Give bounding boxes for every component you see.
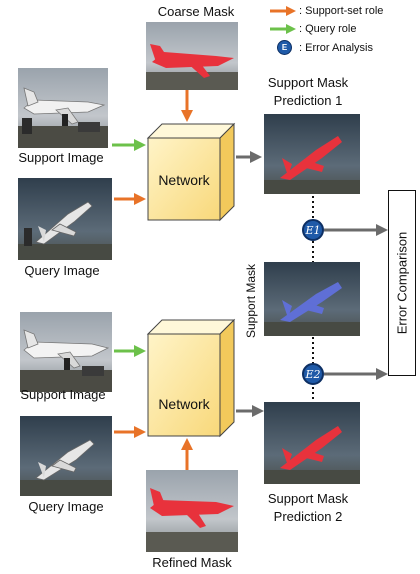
e2-output-arrow bbox=[324, 368, 388, 380]
query-role-legend-arrow bbox=[270, 24, 296, 34]
query-image-bottom-arrow bbox=[114, 426, 146, 438]
coarse-mask-arrow bbox=[181, 90, 193, 122]
error-analysis-legend-badge: E bbox=[277, 40, 292, 55]
support-image-bottom bbox=[20, 312, 112, 392]
error-comparison-label: Error Comparison bbox=[394, 231, 410, 335]
network-label-top: Network bbox=[158, 172, 210, 188]
error-comparison-box: Error Comparison bbox=[388, 190, 416, 376]
prediction-1-label-line1: Support Mask bbox=[267, 75, 349, 90]
support-role-legend-arrow bbox=[270, 6, 296, 16]
network-block-bottom bbox=[146, 318, 236, 438]
query-role-legend-label: : Query role bbox=[299, 23, 357, 35]
network-label-bottom: Network bbox=[158, 396, 210, 412]
support-image-top-arrow bbox=[112, 139, 146, 151]
support-role-legend-label: : Support-set role bbox=[299, 5, 384, 17]
error-analysis-legend-label: : Error Analysis bbox=[299, 42, 373, 54]
support-image-bottom-arrow bbox=[114, 345, 146, 357]
query-image-top bbox=[18, 178, 112, 260]
support-image-top bbox=[18, 68, 108, 148]
refined-mask-image bbox=[146, 470, 238, 552]
coarse-mask-label: Coarse Mask bbox=[157, 4, 235, 19]
network-top-output-arrow bbox=[236, 151, 262, 163]
error-analysis-e1-badge: E1 bbox=[302, 219, 324, 241]
query-image-label-top: Query Image bbox=[24, 263, 100, 278]
support-image-label-bottom: Support Image bbox=[20, 387, 106, 402]
prediction-1-image bbox=[264, 114, 360, 194]
query-image-top-arrow bbox=[114, 193, 146, 205]
prediction-2-image bbox=[264, 402, 360, 484]
refined-mask-arrow bbox=[181, 438, 193, 470]
support-mask-label: Support Mask bbox=[244, 263, 258, 338]
support-mask-image bbox=[264, 262, 360, 336]
prediction-1-label-line2: Prediction 1 bbox=[273, 93, 343, 108]
network-bottom-output-arrow bbox=[236, 405, 264, 417]
network-block-top bbox=[146, 122, 236, 222]
support-image-label-top: Support Image bbox=[18, 150, 104, 165]
coarse-mask-image bbox=[146, 22, 238, 90]
prediction-2-label-line1: Support Mask bbox=[267, 491, 349, 506]
e1-output-arrow bbox=[324, 224, 388, 236]
prediction-2-label-line2: Prediction 2 bbox=[273, 509, 343, 524]
error-analysis-e2-badge: E2 bbox=[302, 363, 324, 385]
query-image-bottom bbox=[20, 416, 112, 496]
query-image-label-bottom: Query Image bbox=[28, 499, 104, 514]
refined-mask-label: Refined Mask bbox=[152, 555, 232, 570]
